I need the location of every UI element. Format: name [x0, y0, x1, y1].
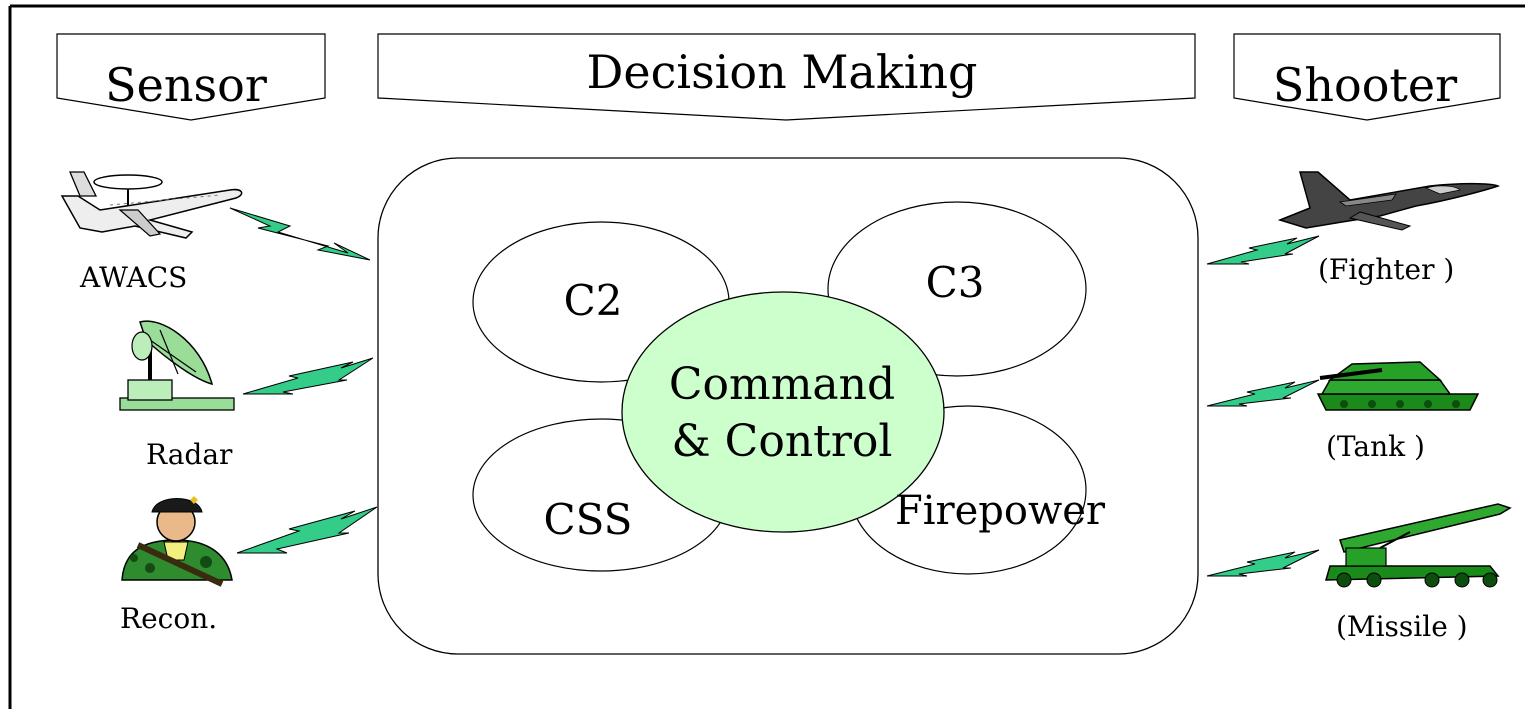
radar-dish-icon: [119, 320, 235, 411]
c3-label: C3: [926, 258, 985, 307]
decision-header-label: Decision Making: [586, 45, 977, 99]
awacs-label: AWACS: [79, 261, 187, 294]
command-control-ellipse: [621, 291, 945, 533]
tank-icon: [1316, 361, 1480, 411]
command-control-line1: Command: [669, 359, 895, 410]
bolt-tank: [1206, 379, 1320, 407]
bolt-missile: [1206, 549, 1320, 577]
recon-soldier-icon: [121, 496, 233, 587]
missile-label: (Missile ): [1336, 610, 1468, 643]
firepower-label: Firepower: [895, 488, 1106, 534]
missile-launcher-icon: [1324, 503, 1512, 588]
tank-label: (Tank ): [1326, 430, 1425, 463]
fighter-jet-icon: [1277, 171, 1500, 231]
shooter-header-banner: [1233, 33, 1501, 121]
sensor-header-label: Sensor: [105, 58, 267, 112]
recon-label: Recon.: [120, 602, 217, 635]
bolt-recon: [236, 506, 378, 554]
awacs-aircraft-icon: [60, 171, 243, 239]
shooter-header-label: Shooter: [1273, 58, 1457, 112]
bolt-fighter: [1206, 235, 1320, 265]
decision-header-banner: [377, 33, 1196, 121]
fighter-label: (Fighter ): [1318, 253, 1454, 286]
c2-label: C2: [564, 276, 623, 325]
css-label: CSS: [544, 495, 633, 544]
bolt-awacs: [229, 207, 371, 261]
bolt-radar: [242, 357, 374, 395]
sensor-header-banner: [56, 33, 326, 121]
radar-label: Radar: [146, 438, 233, 471]
command-control-line2: & Control: [672, 416, 893, 467]
